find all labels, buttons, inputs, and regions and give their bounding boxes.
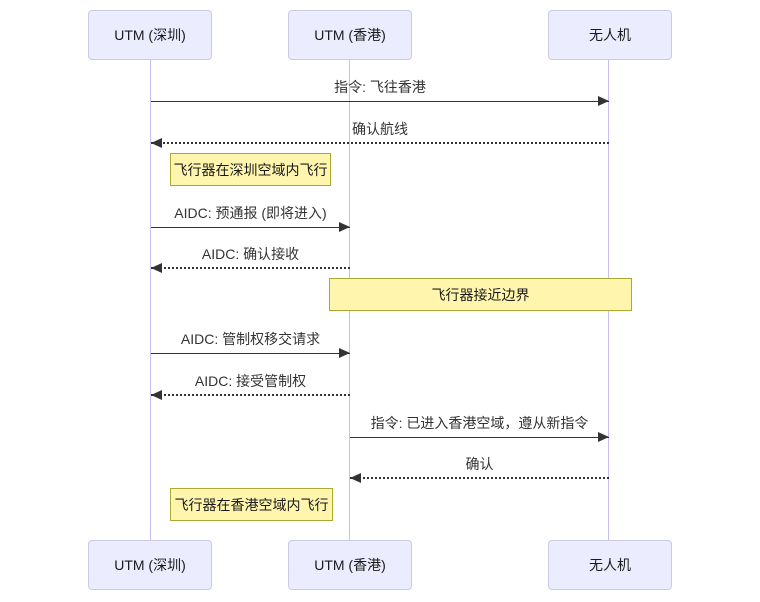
message-label: AIDC: 确认接收 [201, 246, 300, 262]
message-label: 指令: 已进入香港空域，遵从新指令 [370, 415, 589, 431]
lifeline-utm-shenzhen [150, 60, 151, 540]
arrowhead [350, 473, 361, 483]
message-line [151, 394, 350, 396]
message-line [350, 477, 609, 479]
actor-drone-top: 无人机 [548, 10, 672, 60]
message-label: AIDC: 接受管制权 [194, 373, 307, 389]
actor-utm-hongkong-bottom: UTM (香港) [288, 540, 412, 590]
arrowhead [598, 432, 609, 442]
note-shenzhen-airspace: 飞行器在深圳空域内飞行 [170, 153, 331, 186]
arrowhead [339, 222, 350, 232]
message-label: 指令: 飞往香港 [334, 79, 426, 95]
actor-utm-shenzhen-bottom: UTM (深圳) [88, 540, 212, 590]
actor-utm-hongkong-top: UTM (香港) [288, 10, 412, 60]
message-line [151, 227, 350, 228]
arrowhead [598, 96, 609, 106]
message-line [350, 437, 609, 438]
arrowhead [339, 348, 350, 358]
message-line [151, 267, 350, 269]
arrowhead [151, 263, 162, 273]
message-label: AIDC: 管制权移交请求 [180, 331, 321, 347]
message-label: 确认航线 [352, 121, 408, 137]
message-label: AIDC: 预通报 (即将进入) [174, 205, 327, 221]
message-line [151, 142, 609, 144]
actor-drone-bottom: 无人机 [548, 540, 672, 590]
note-hongkong-airspace: 飞行器在香港空域内飞行 [170, 488, 333, 521]
message-line [151, 353, 350, 354]
note-approaching-border: 飞行器接近边界 [329, 278, 632, 311]
message-line [151, 101, 609, 102]
message-label: 确认 [465, 456, 494, 472]
arrowhead [151, 138, 162, 148]
arrowhead [151, 390, 162, 400]
actor-utm-shenzhen-top: UTM (深圳) [88, 10, 212, 60]
